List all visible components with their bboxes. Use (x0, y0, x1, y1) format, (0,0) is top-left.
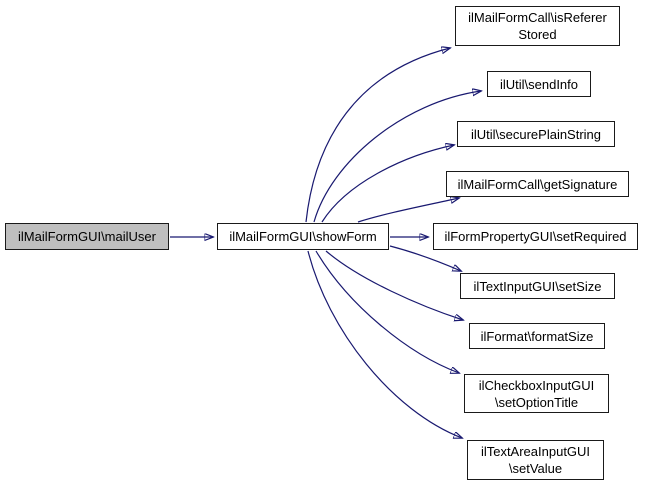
node-showform-label: ilMailFormGUI\showForm (229, 229, 377, 244)
node-setvalue-label-line1: ilTextAreaInputGUI (480, 444, 591, 459)
node-setoptiontitle-label-line2: \setOptionTitle (494, 394, 579, 410)
node-secureplainstring[interactable]: ilUtil\securePlainString (457, 121, 615, 147)
edge-showform-to-setvalue (307, 250, 462, 438)
edge-showform-to-getsignature (357, 198, 459, 223)
node-secureplainstring-label: ilUtil\securePlainString (470, 126, 602, 142)
edge-showform-to-isrefererstored (305, 48, 450, 223)
node-setsize-label: ilTextInputGUI\setSize (473, 278, 602, 294)
node-setvalue[interactable]: ilTextAreaInputGUI \setValue (467, 440, 604, 480)
node-isrefererstored-label-line1: ilMailFormCall\isReferer (468, 10, 607, 25)
node-setoptiontitle[interactable]: ilCheckboxInputGUI \setOptionTitle (464, 374, 609, 413)
edge-showform-to-sendinfo (313, 91, 481, 223)
node-isrefererstored[interactable]: ilMailFormCall\isReferer Stored (455, 6, 620, 46)
node-mailuser[interactable]: ilMailFormGUI\mailUser (5, 223, 169, 250)
node-isrefererstored-label-line2: Stored (518, 27, 557, 42)
edge-showform-to-formatsize (325, 250, 463, 320)
node-formatsize[interactable]: ilFormat\formatSize (469, 323, 605, 349)
node-showform[interactable]: ilMailFormGUI\showForm (217, 223, 389, 250)
node-sendinfo-label: ilUtil\sendInfo (499, 76, 579, 92)
node-setoptiontitle-label-line1: ilCheckboxInputGUI (478, 377, 595, 393)
node-getsignature-label: ilMailFormCall\getSignature (457, 176, 618, 192)
node-getsignature[interactable]: ilMailFormCall\getSignature (446, 171, 629, 197)
node-mailuser-label: ilMailFormGUI\mailUser (18, 229, 156, 244)
edge-showform-to-setsize (389, 245, 461, 271)
node-setrequired[interactable]: ilFormPropertyGUI\setRequired (433, 223, 638, 250)
node-setsize[interactable]: ilTextInputGUI\setSize (460, 273, 615, 299)
node-sendinfo[interactable]: ilUtil\sendInfo (487, 71, 591, 97)
node-setrequired-label: ilFormPropertyGUI\setRequired (444, 229, 627, 244)
node-formatsize-label: ilFormat\formatSize (480, 328, 594, 344)
node-setvalue-label-line2: \setValue (508, 461, 563, 476)
edge-showform-to-secureplainstring (321, 145, 454, 223)
edge-showform-to-setoptiontitle (315, 250, 459, 373)
